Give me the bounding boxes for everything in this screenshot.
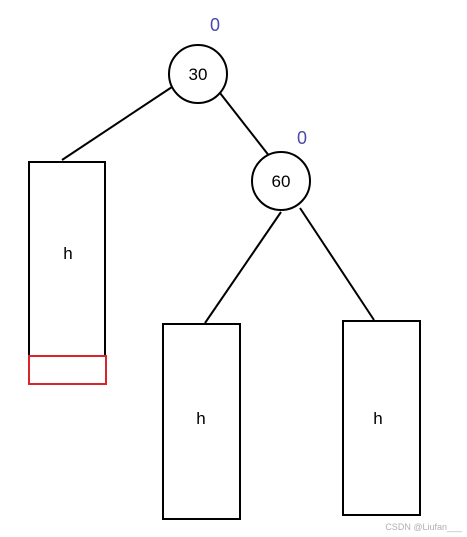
edge-60-to-right-left-subtree bbox=[204, 211, 282, 324]
watermark: CSDN @Liufan___ bbox=[385, 522, 463, 532]
right-right-subtree-label: h bbox=[373, 409, 382, 428]
node-30 bbox=[168, 44, 228, 104]
right-left-subtree-box bbox=[162, 323, 241, 520]
node-60-label: 60 bbox=[272, 172, 291, 191]
inserted-node-highlight-box bbox=[28, 355, 107, 385]
right-left-subtree-label: h bbox=[196, 409, 205, 428]
node-30-label: 30 bbox=[189, 65, 208, 84]
edge-root-to-node-60 bbox=[219, 92, 271, 158]
left-subtree-label: h bbox=[63, 244, 72, 263]
node-30-balance-factor: 0 bbox=[210, 15, 220, 35]
edge-root-to-left-subtree bbox=[61, 84, 176, 161]
node-60 bbox=[251, 151, 311, 211]
edge-60-to-right-right-subtree bbox=[299, 207, 375, 321]
right-right-subtree-box bbox=[342, 320, 421, 516]
node-60-balance-factor: 0 bbox=[297, 128, 307, 148]
